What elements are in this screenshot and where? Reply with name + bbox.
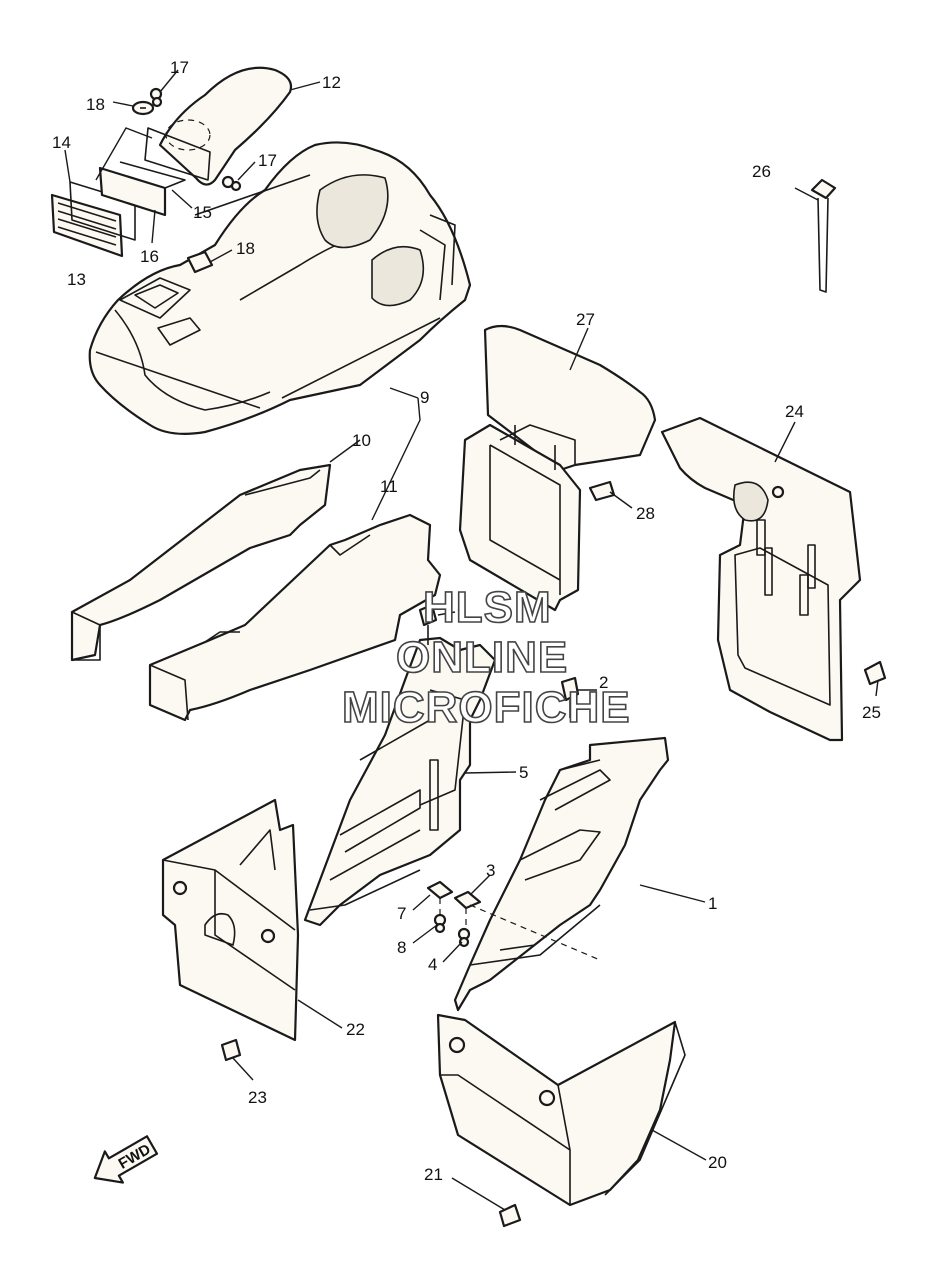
callout-12: 12 [322,73,341,92]
part-11-side-panel [148,513,442,722]
part-2-pushpin [560,676,580,718]
callout-11: 11 [380,477,398,496]
callout-16: 16 [140,247,159,266]
part-16-filter [98,161,186,217]
callout-15: 15 [193,203,212,222]
callout-8: 8 [397,938,406,957]
callout-4: 4 [428,955,437,974]
callout-27: 27 [576,310,595,329]
leader-lines [112,69,879,1211]
watermark-line-1: HLSM [423,583,552,632]
part-26-cable-tie [810,178,837,293]
part-21-pushpin [498,1203,522,1228]
callout-17-right: 17 [258,151,277,170]
callout-22: 22 [346,1020,365,1039]
callout-labels: 12 17 18 14 17 15 16 18 13 26 27 9 24 10… [52,58,881,1184]
part-1-side-cover [453,736,670,1012]
callout-6: 6 [457,601,466,620]
part-17-fastener-top [149,87,163,108]
watermark-line-2: ONLINE [396,633,568,682]
fwd-arrow-icon: FWD [93,1135,159,1184]
part-20-lower-cover [436,1013,686,1207]
part-24-panel [660,416,862,742]
part-4-bolt [457,927,471,948]
callout-10: 10 [352,431,371,450]
part-23-pushpin [220,1038,242,1062]
callout-25: 25 [862,703,881,722]
part-6-pushpin [418,603,438,645]
callout-2: 2 [599,673,608,692]
part-7-nut-plate [426,880,454,900]
callout-1: 1 [708,894,717,913]
watermark-line-3: MICROFICHE [342,683,631,732]
callout-14: 14 [52,133,71,152]
callout-13: 13 [67,270,86,289]
callout-7: 7 [397,904,406,923]
part-18-clip [186,250,214,274]
part-22-bracket [161,798,300,1042]
callout-9: 9 [420,388,429,407]
callout-19: 18 [86,95,105,114]
part-27-box [458,324,657,612]
part-8-bolt [433,913,447,934]
part-19-screw [131,100,155,116]
part-3-nut-plate [453,890,482,910]
watermark: HLSM ONLINE MICROFICHE [341,582,631,733]
part-5-side-cover [303,636,497,927]
part-17-fastener-right [221,175,242,192]
callout-18: 18 [236,239,255,258]
callout-3: 3 [486,861,495,880]
callout-24: 24 [785,402,804,421]
part-28-pushpin [588,480,616,502]
callout-21: 21 [424,1165,443,1184]
part-10-side-panel [70,463,332,662]
callout-28: 28 [636,504,655,523]
callout-26: 26 [752,162,771,181]
callout-5: 5 [519,763,528,782]
part-25-pushpin [863,660,887,686]
callout-20: 20 [708,1153,727,1172]
callout-23: 23 [248,1088,267,1107]
part-12-lid [144,127,211,181]
callout-17-top: 17 [170,58,189,77]
main-shroud-body [88,141,472,435]
